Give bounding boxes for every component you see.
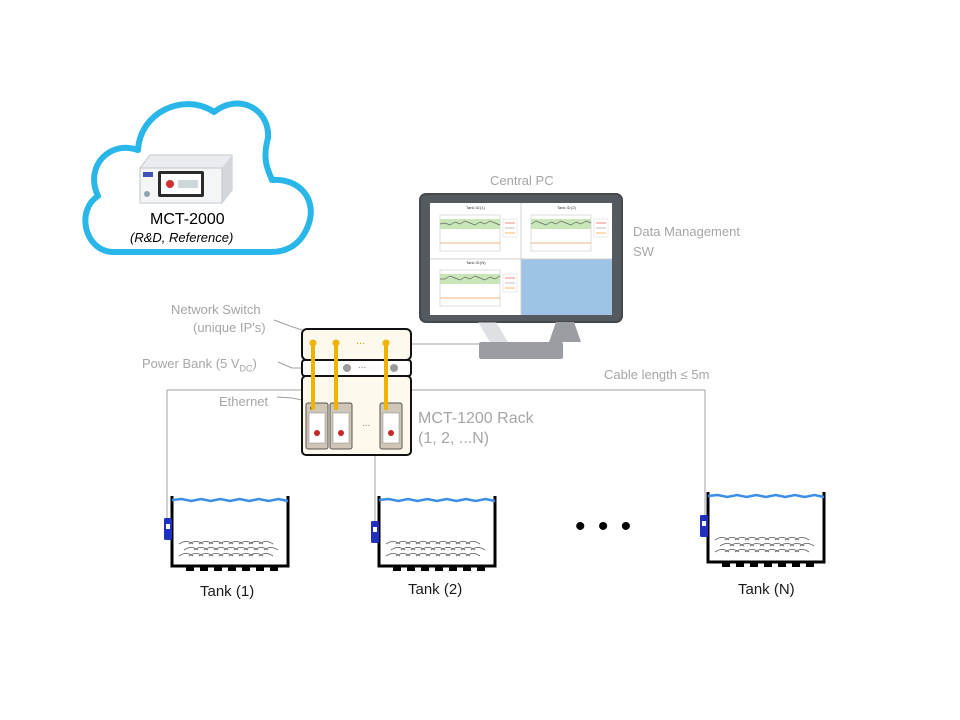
tank-label-1: Tank (1)	[200, 583, 255, 600]
ethernet-label: Ethernet	[219, 394, 269, 409]
tank-label-2: Tank (2)	[408, 581, 463, 598]
screen-panel-title-1: Tank ID	[466, 205, 480, 210]
more-tanks-ellipsis: • • •	[575, 510, 634, 543]
data-management-label: Data Management	[633, 224, 740, 239]
water-surface	[171, 497, 289, 503]
power-bank-label-sub: DC	[239, 363, 253, 374]
rack-label: MCT-1200 Rack	[418, 410, 534, 427]
tank-label-n: Tank (N)	[738, 581, 795, 598]
mct-2000-device	[139, 154, 233, 204]
screen-panel-index-3: (N)	[480, 260, 486, 265]
water-surface	[378, 497, 496, 503]
network-switch-sublabel: (unique IP's)	[193, 320, 266, 335]
monitor-stand-base	[479, 342, 563, 359]
power-bank-dots: ...	[358, 360, 367, 371]
screen-panel-index-2: (2)	[571, 205, 576, 210]
cloud-device-note: (R&D, Reference)	[130, 230, 234, 245]
screen-mini-chart	[530, 214, 609, 252]
central-pc-label: Central PC	[490, 173, 554, 188]
tank-1	[164, 496, 290, 571]
device-button-icon	[166, 180, 174, 188]
network-switch-label: Network Switch	[171, 302, 261, 317]
cloud	[82, 100, 314, 255]
empty-screen-panel	[521, 259, 612, 315]
mct-1200-sensor-unit	[379, 402, 403, 450]
data-management-sw-label: SW	[633, 244, 654, 259]
mct-1200-rack-assembly	[301, 328, 412, 456]
mct-1200-sensor-unit	[305, 402, 329, 450]
cloud-device-name: MCT-2000	[150, 211, 225, 228]
screen-panel-title-2: Tank ID	[557, 205, 571, 210]
tanks	[164, 492, 826, 571]
screen-mini-chart	[439, 269, 518, 307]
ethernet-cables	[311, 341, 388, 410]
power-bank-label-main: Power Bank (5 V	[142, 356, 240, 371]
central-pc-monitor	[419, 193, 623, 359]
rack-sublabel: (1, 2, ...N)	[418, 430, 490, 447]
power-bank-label: Power Bank (5 VDC)	[142, 356, 257, 374]
power-bank-label-end: )	[252, 356, 257, 371]
mct-1200-sensor-unit	[329, 402, 353, 450]
network-switch-dots: ...	[356, 335, 366, 347]
tank-3	[700, 492, 826, 567]
tank-2	[371, 496, 497, 571]
water-surface	[707, 493, 825, 499]
screen-mini-chart	[439, 214, 518, 252]
screen-panel-title-3: Tank ID	[466, 260, 480, 265]
screen-panel-index-1: (1)	[480, 205, 485, 210]
rack-dots: ...	[362, 418, 371, 429]
cable-length-note: Cable length ≤ 5m	[604, 367, 710, 382]
